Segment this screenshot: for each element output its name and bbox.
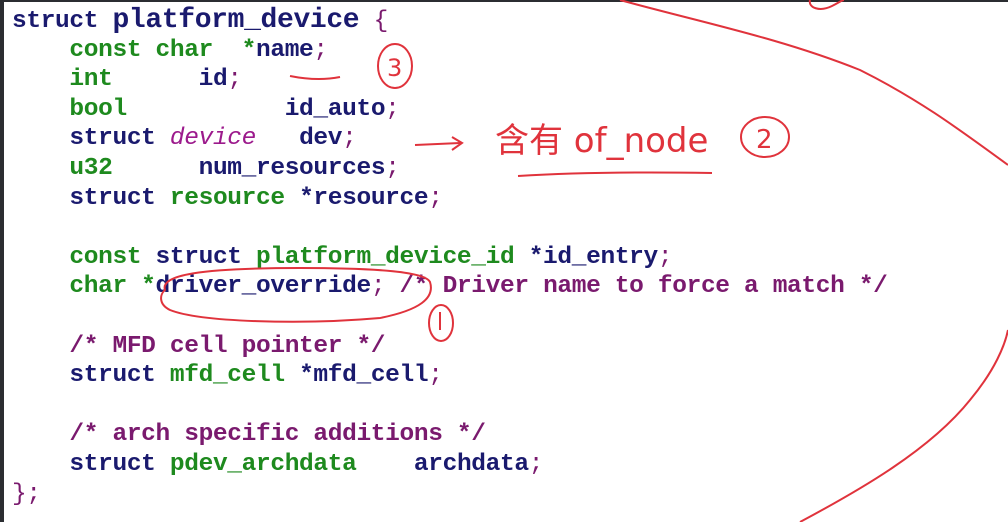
code-token: name — [256, 36, 314, 64]
code-token: platform_device — [112, 5, 360, 36]
code-token — [12, 303, 26, 330]
code-token: struct — [12, 362, 170, 390]
code-line — [12, 391, 888, 421]
code-token: ; — [428, 362, 443, 390]
code-token: ; — [342, 125, 357, 153]
code-line: /* MFD cell pointer */ — [12, 332, 888, 362]
code-line — [12, 302, 888, 332]
code-line: struct mfd_cell *mfd_cell; — [12, 361, 888, 391]
code-token: ; — [370, 273, 400, 301]
screenshot-frame: struct platform_device { const char *nam… — [4, 2, 1008, 522]
code-token — [12, 214, 26, 241]
code-token: int — [12, 66, 199, 94]
code-line: struct platform_device { — [12, 6, 888, 36]
code-token: ; — [528, 450, 544, 478]
code-token: *mfd_cell — [299, 362, 429, 390]
code-token: * — [141, 273, 156, 301]
code-token: num_resources — [198, 154, 386, 182]
code-line: bool id_auto; — [12, 95, 888, 125]
code-token: id_auto — [284, 95, 386, 123]
code-line: /* arch specific additions */ — [12, 420, 888, 450]
code-token: * — [241, 36, 257, 64]
code-line: int id; — [12, 65, 888, 95]
code-token: *id_entry — [528, 243, 659, 271]
code-line: }; — [12, 480, 888, 510]
code-token: }; — [12, 480, 41, 508]
code-token — [12, 392, 26, 419]
code-token: driver_override — [155, 273, 372, 301]
code-token: struct — [12, 125, 170, 153]
code-token: const — [12, 243, 156, 271]
code-token: struct — [12, 184, 170, 212]
code-line: u32 num_resources; — [12, 154, 888, 184]
code-token: ; — [313, 36, 328, 64]
code-line: struct resource *resource; — [12, 184, 888, 214]
code-token: struct — [155, 243, 256, 271]
code-line: const char *name; — [12, 36, 888, 66]
code-token: device — [169, 125, 257, 153]
code-line — [12, 213, 888, 243]
code-token: id — [198, 66, 228, 94]
code-line: char *driver_override; /* Driver name to… — [12, 272, 888, 302]
code-token: ; — [428, 184, 443, 212]
code-token: /* Driver name to force a match */ — [399, 273, 888, 301]
code-token: mfd_cell — [169, 362, 300, 390]
code-token: struct — [12, 450, 170, 478]
code-token: ; — [227, 66, 242, 94]
code-token: platform_device_id — [256, 243, 529, 271]
code-token: dev — [256, 125, 343, 153]
code-token: pdev_archdata — [169, 450, 357, 478]
code-token: ; — [385, 95, 400, 123]
code-token: ; — [385, 154, 400, 182]
code-token: /* arch specific additions */ — [12, 421, 486, 449]
code-token: *resource — [299, 184, 429, 212]
code-token: bool — [12, 95, 285, 123]
code-token: { — [359, 8, 389, 35]
code-token: resource — [169, 184, 300, 212]
code-token: char — [12, 273, 142, 301]
code-line: const struct platform_device_id *id_entr… — [12, 243, 888, 273]
code-token: archdata — [356, 450, 529, 478]
code-token: ; — [657, 243, 673, 271]
code-token: u32 — [12, 154, 199, 182]
code-block: struct platform_device { const char *nam… — [12, 6, 888, 509]
code-token: /* MFD cell pointer */ — [12, 332, 386, 360]
code-token: struct — [12, 8, 113, 35]
code-line: struct pdev_archdata archdata; — [12, 450, 888, 480]
code-line: struct device dev; — [12, 124, 888, 154]
code-token: const char — [12, 36, 242, 64]
